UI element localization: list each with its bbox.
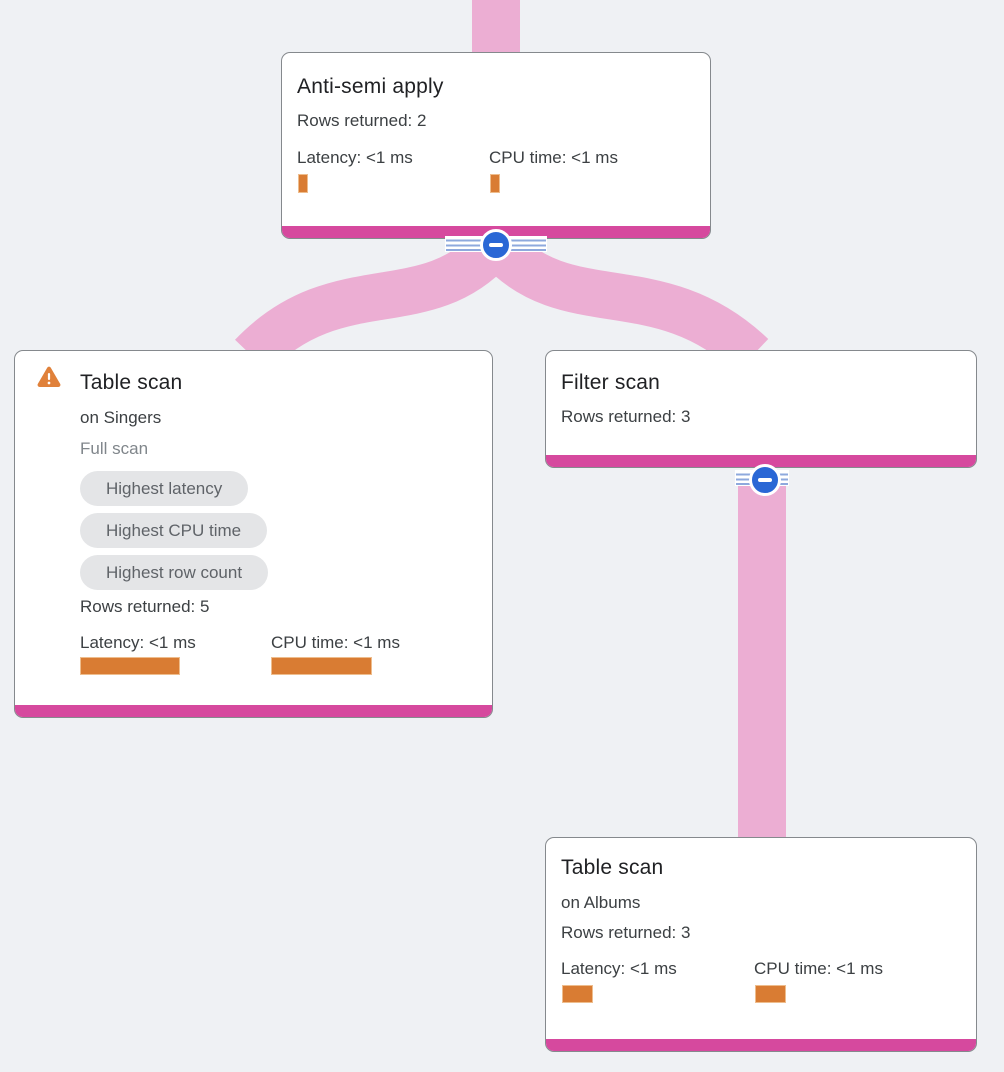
node-accent-bar: [546, 1039, 976, 1051]
latency-label: Latency: <1 ms: [297, 148, 413, 167]
rows-returned: Rows returned: 3: [561, 923, 691, 942]
node-title: Anti-semi apply: [297, 75, 444, 98]
minus-circle-icon: [749, 464, 781, 496]
node-anti-semi-apply[interactable]: Anti-semi apply Rows returned: 2 Latency…: [281, 52, 711, 239]
edge-anti-semi-to-filter-scan: [482, 231, 769, 374]
badge-highest-latency: Highest latency: [80, 471, 249, 506]
edge-filter-scan-to-table-scan-albums: [738, 474, 786, 840]
cpu-time-label: CPU time: <1 ms: [489, 148, 618, 167]
badge-highest-row-count: Highest row count: [80, 555, 269, 590]
cpu-time-bar: [271, 657, 372, 675]
edge-incoming-root: [472, 0, 520, 54]
scan-type: Full scan: [80, 439, 149, 458]
node-accent-bar: [546, 455, 976, 467]
node-table-scan-singers[interactable]: Table scan on Singers Full scan Highest …: [14, 350, 493, 718]
node-title: Filter scan: [561, 371, 661, 394]
node-filter-scan[interactable]: Filter scan Rows returned: 3: [545, 350, 977, 468]
latency-bar: [298, 174, 308, 193]
node-table-scan-albums[interactable]: Table scan on Albums Rows returned: 3 La…: [545, 837, 977, 1052]
rows-returned: Rows returned: 3: [561, 407, 691, 426]
node-title: Table scan: [80, 371, 183, 394]
latency-label: Latency: <1 ms: [561, 959, 677, 978]
edge-anti-semi-to-table-scan-singers: [235, 231, 510, 373]
badge-highest-cpu-time: Highest CPU time: [80, 513, 268, 548]
minus-circle-icon: [480, 229, 512, 261]
minus-icon: [489, 243, 503, 247]
scan-target: on Singers: [80, 408, 162, 427]
scan-target: on Albums: [561, 893, 641, 912]
minus-icon: [758, 478, 772, 482]
latency-label: Latency: <1 ms: [80, 633, 196, 652]
node-accent-bar: [15, 705, 492, 717]
cpu-time-label: CPU time: <1 ms: [271, 633, 400, 652]
collapse-button-filter-scan[interactable]: [736, 464, 788, 496]
latency-bar: [562, 985, 593, 1003]
node-title: Table scan: [561, 856, 664, 879]
cpu-time-bar: [490, 174, 500, 193]
rows-returned: Rows returned: 2: [297, 111, 427, 130]
latency-bar: [80, 657, 180, 675]
cpu-time-label: CPU time: <1 ms: [754, 959, 883, 978]
rows-returned: Rows returned: 5: [80, 597, 210, 616]
collapse-button-anti-semi-apply[interactable]: [446, 229, 546, 261]
warning-triangle-icon: [37, 366, 61, 388]
cpu-time-bar: [755, 985, 786, 1003]
